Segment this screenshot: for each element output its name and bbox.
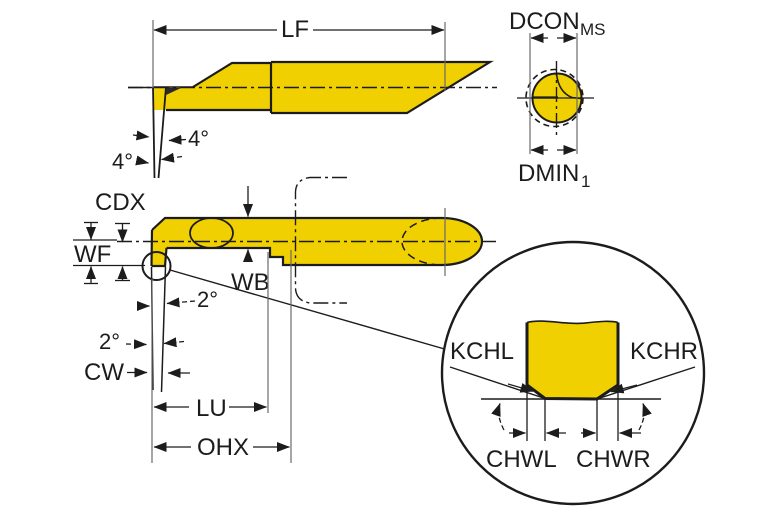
lu-dimension: LU (151, 252, 269, 463)
detail-view: KCHL KCHR CHWL CHWR (440, 240, 706, 506)
side-view: CDX WF WB 2° 2° (73, 176, 500, 463)
cw-label: CW (84, 359, 124, 386)
cutting-head-ellipse (189, 217, 234, 249)
lf-label: LF (281, 16, 309, 43)
ohx-label: OHX (197, 434, 249, 461)
cdx-label: CDX (95, 189, 146, 216)
ohx-dimension: OHX (153, 250, 292, 463)
insert-profile (527, 321, 618, 399)
angle-2-upper: 2° (137, 287, 218, 312)
dcon-label: DCON (509, 8, 580, 35)
taper-angle-right: 4° (132, 126, 209, 151)
angle-2-upper-label: 2° (197, 287, 218, 312)
top-view: LF 4° 4° (112, 16, 497, 179)
angle-4-left-label: 4° (112, 149, 133, 174)
wf-label: WF (74, 241, 111, 268)
kchr-dimension: KCHR (596, 338, 698, 400)
chwr-dimension: CHWR (576, 428, 651, 473)
cdx-dimension: CDX (95, 189, 146, 282)
kchr-label: KCHR (630, 338, 698, 365)
chwl-label: CHWL (486, 446, 557, 473)
kchl-label: KCHL (450, 338, 514, 365)
dcon-subscript: MS (580, 20, 606, 39)
section-plane-line (294, 176, 347, 304)
dmin-subscript: 1 (581, 172, 590, 191)
cw-dimension: CW (84, 359, 190, 386)
lf-dimension: LF (152, 16, 446, 91)
chwr-label: CHWR (576, 446, 651, 473)
dmin-dimension: DMIN 1 (518, 145, 590, 191)
angle-2-lower-label: 2° (99, 329, 120, 354)
detail-leader-line (169, 269, 449, 351)
edge-shadow-wedge (166, 88, 181, 95)
chwl-dimension: CHWL (486, 428, 566, 473)
dcon-dimension: DCON MS (509, 8, 606, 154)
lu-label: LU (196, 395, 227, 422)
side-view-body (151, 218, 482, 266)
angle-4-right-label: 4° (188, 126, 209, 151)
kchl-dimension: KCHL (449, 338, 546, 400)
wb-label: WB (231, 269, 270, 296)
taper-angle-left: 4° (112, 149, 183, 174)
surface-ref-arrow-left (491, 403, 505, 431)
wf-dimension: WF (74, 221, 111, 285)
angle-2-lower: 2° (99, 329, 185, 354)
dmin-label: DMIN (518, 160, 579, 187)
wb-dimension: WB (231, 186, 270, 296)
surface-ref-arrow-right (638, 403, 652, 431)
section-view: DCON MS DMIN 1 (509, 8, 606, 191)
detail-indicator-circle (141, 251, 172, 281)
